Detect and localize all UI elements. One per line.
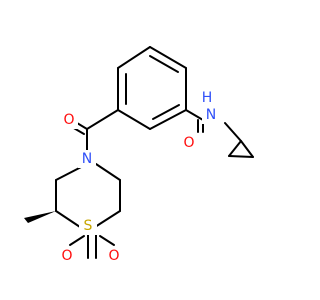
bond [149, 109, 187, 130]
atom-label-n-ring: N [82, 151, 92, 167]
label-background [60, 111, 78, 129]
bond [95, 163, 121, 181]
aromatic-bond [152, 104, 180, 120]
bond [117, 46, 151, 69]
atom-label-h-amide: H [202, 90, 213, 106]
atom-labels: O N H O N S O O [58, 89, 220, 265]
molecule-structure: O N H O N S O O [24, 46, 254, 265]
atom-label-o-sulfonyl-right: O [108, 248, 119, 264]
cyclopropyl-ring [228, 140, 254, 158]
bond [69, 235, 85, 246]
methyl-wedge [24, 211, 56, 223]
bond [240, 140, 254, 158]
bond [149, 46, 187, 69]
label-background [58, 247, 76, 265]
label-background [79, 217, 97, 235]
bond [99, 235, 115, 246]
bond [185, 109, 204, 121]
atom-label-o-right: O [183, 135, 194, 151]
atom-label-o-sulfonyl-left: O [61, 248, 72, 264]
benzene-ring [117, 46, 187, 130]
bond [55, 210, 81, 228]
bond [224, 122, 242, 142]
bond [94, 210, 121, 228]
label-background [198, 89, 216, 107]
label-background [180, 134, 198, 152]
bond [86, 109, 119, 130]
label-background [202, 106, 220, 124]
atom-label-n-amide: N [206, 107, 216, 123]
bond [228, 140, 242, 157]
atom-label-o-left: O [63, 112, 74, 128]
atom-label-s-ring: S [84, 218, 93, 234]
thiomorpholine-ring [55, 163, 121, 228]
aromatic-bond [149, 55, 179, 73]
bond [117, 109, 151, 130]
label-background [105, 247, 123, 265]
label-background [78, 150, 96, 168]
bond [228, 155, 254, 158]
double-bond [76, 122, 88, 130]
